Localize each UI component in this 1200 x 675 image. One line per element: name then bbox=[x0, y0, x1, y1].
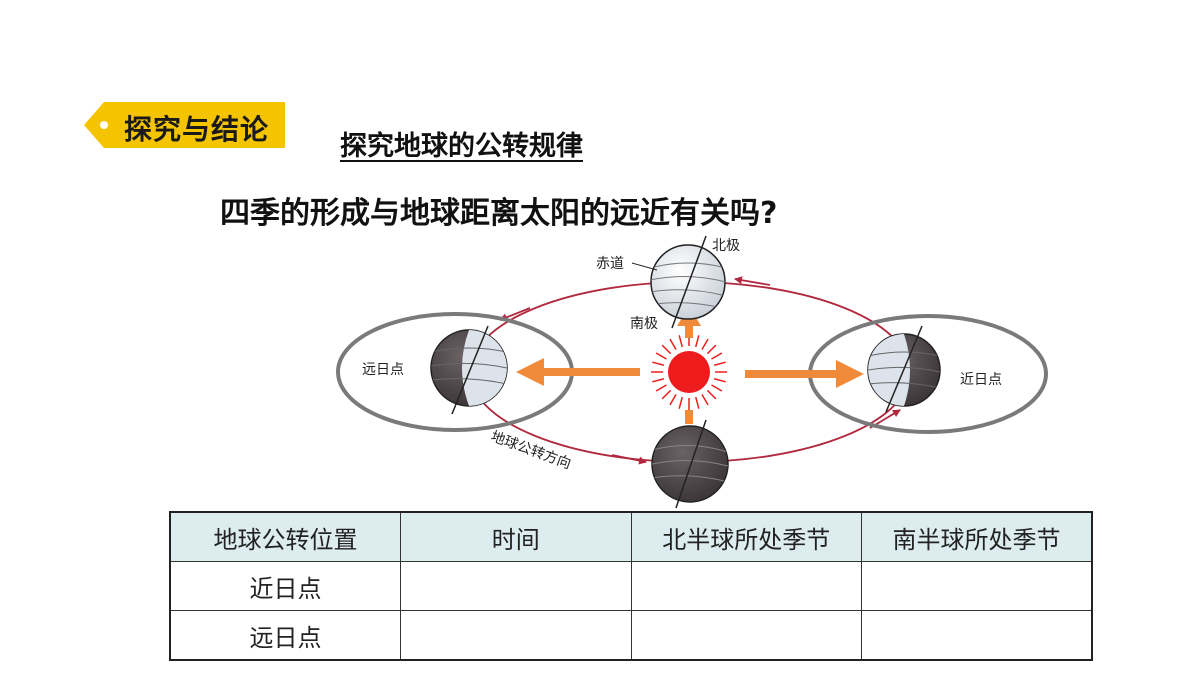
section-badge: 探究与结论 bbox=[82, 100, 287, 150]
row-aphelion-south[interactable] bbox=[861, 610, 1093, 661]
row-perihelion-label: 近日点 bbox=[169, 561, 401, 611]
header-north-season: 北半球所处季节 bbox=[630, 511, 862, 562]
sun-ray bbox=[678, 396, 683, 409]
page-question: 四季的形成与地球距离太阳的远近有关吗? bbox=[220, 196, 778, 231]
label-aphelion: 远日点 bbox=[362, 362, 404, 378]
header-position: 地球公转位置 bbox=[169, 511, 401, 562]
row-aphelion-time[interactable] bbox=[400, 610, 632, 661]
season-table: 地球公转位置 时间 北半球所处季节 南半球所处季节 近日点 远日点 bbox=[169, 511, 1093, 661]
orbit-arrow-bottom bbox=[611, 454, 647, 465]
sun-ray bbox=[713, 378, 726, 383]
label-north-pole: 北极 bbox=[712, 238, 740, 254]
sun-ray bbox=[695, 335, 700, 348]
page-subtitle: 探究地球的公转规律 bbox=[340, 131, 583, 162]
sun-ray bbox=[652, 361, 665, 366]
row-perihelion-north[interactable] bbox=[630, 561, 862, 611]
sun-ray bbox=[655, 384, 667, 392]
sun-ray bbox=[706, 344, 717, 355]
sun-ray bbox=[669, 338, 677, 350]
label-equator: 赤道 bbox=[596, 256, 624, 272]
sun-ray bbox=[713, 361, 726, 366]
header-time: 时间 bbox=[400, 511, 632, 562]
sun-ray bbox=[669, 394, 677, 406]
row-perihelion-time[interactable] bbox=[400, 561, 632, 611]
earth-top bbox=[650, 235, 726, 329]
table-row: 远日点 bbox=[169, 610, 1093, 661]
table-row: 近日点 bbox=[169, 561, 1093, 611]
label-orbit-direction: 地球公转方向 bbox=[489, 429, 573, 473]
row-aphelion-north[interactable] bbox=[630, 610, 862, 661]
row-perihelion-south[interactable] bbox=[861, 561, 1093, 611]
sun-ray bbox=[711, 352, 723, 360]
header-south-season: 南半球所处季节 bbox=[861, 511, 1093, 562]
row-aphelion-label: 远日点 bbox=[169, 610, 401, 661]
sun-ray bbox=[701, 394, 709, 406]
sun-arrowhead-left bbox=[516, 358, 544, 386]
sun-ray bbox=[695, 396, 700, 409]
table-header-row: 地球公转位置 时间 北半球所处季节 南半球所处季节 bbox=[169, 511, 1093, 562]
label-south-pole: 南极 bbox=[630, 316, 658, 332]
sun-ray bbox=[655, 352, 667, 360]
sun-ray bbox=[701, 338, 709, 350]
sun-ray bbox=[678, 335, 683, 348]
earth-left bbox=[430, 325, 508, 415]
label-perihelion: 近日点 bbox=[960, 372, 1002, 388]
sun-ray bbox=[706, 389, 717, 400]
orbit-arrow-top bbox=[734, 276, 771, 286]
sun-ray bbox=[661, 389, 672, 400]
sun-ray bbox=[711, 384, 723, 392]
earth-bottom bbox=[651, 419, 729, 509]
sun-ray bbox=[661, 344, 672, 355]
badge-label: 探究与结论 bbox=[124, 113, 270, 146]
earth-right bbox=[867, 325, 941, 413]
sun-arrowhead-right bbox=[836, 360, 864, 388]
orbit-arrow-placeholder bbox=[830, 300, 860, 320]
sun-ray bbox=[652, 378, 665, 383]
sun bbox=[651, 334, 727, 410]
badge-shape bbox=[84, 102, 285, 148]
